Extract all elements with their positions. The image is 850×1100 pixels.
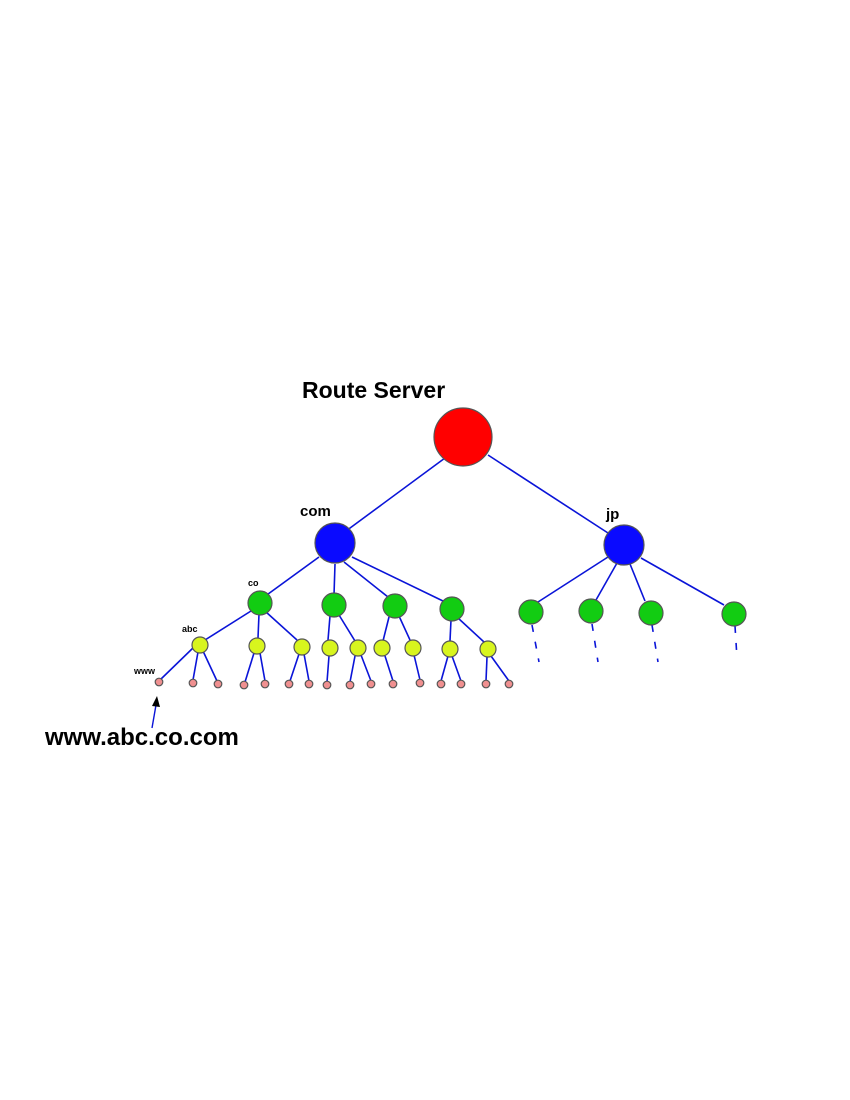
edge-h [202, 650, 218, 682]
com-node [314, 522, 356, 564]
third-level-nodes [191, 636, 497, 658]
host-node [284, 679, 294, 689]
com-label: com [300, 503, 331, 520]
host-nodes [154, 677, 514, 690]
host-node [366, 679, 376, 689]
www-label: www [133, 666, 156, 676]
second-level-node [321, 592, 347, 618]
host-node [481, 679, 491, 689]
edge-com-co [263, 556, 320, 598]
pointer-arrow [151, 696, 160, 729]
edge-h [360, 654, 372, 682]
second-level-node [382, 593, 408, 619]
edges-jp-continued [531, 623, 738, 663]
co-node [247, 590, 273, 616]
edge-dashed [734, 625, 738, 659]
fqdn-label: www.abc.co.com [44, 724, 239, 751]
second-level-node [578, 598, 604, 624]
arrow-head [152, 696, 160, 707]
edge-l3 [327, 615, 331, 641]
edge-l3 [338, 614, 356, 642]
third-level-node [441, 640, 459, 658]
edge-l3 [449, 619, 452, 642]
edge-l3 [382, 616, 390, 642]
edge-co-abc [204, 610, 252, 641]
edges-jp [537, 556, 725, 606]
edge-abc-www [160, 646, 195, 680]
host-node [415, 678, 425, 688]
host-node [436, 679, 446, 689]
edge-l3 [265, 611, 298, 641]
edge-jp-n3 [629, 563, 646, 602]
edge-l3 [257, 613, 260, 639]
www-node [154, 677, 164, 687]
third-level-node [349, 639, 367, 657]
edges-com [263, 556, 444, 602]
edge-com-n3 [343, 561, 389, 598]
third-level-node [248, 637, 266, 655]
host-node [213, 679, 223, 689]
jp-node [603, 524, 645, 566]
edge-h [289, 653, 300, 682]
edge-root-jp [487, 454, 609, 534]
edges-hosts [160, 646, 510, 683]
edge-jp-n2 [595, 562, 618, 601]
edge-l3 [457, 617, 485, 643]
edge-jp-n4 [640, 557, 725, 606]
edge-h [485, 656, 488, 682]
edge-jp-n1 [537, 556, 609, 603]
second-level-nodes [247, 590, 747, 627]
third-level-node [404, 639, 422, 657]
edge-h [192, 651, 199, 681]
third-level-node [293, 638, 311, 656]
edge-h [303, 653, 310, 682]
title: Route Server [302, 377, 445, 403]
edge-root-com [345, 457, 446, 532]
host-node [188, 678, 198, 688]
edge-h [326, 655, 330, 683]
edge-dashed [591, 623, 599, 663]
host-node [260, 679, 270, 689]
second-level-node [638, 600, 664, 626]
host-node [322, 680, 332, 690]
abc-node [191, 636, 209, 654]
route-server-node [433, 407, 493, 467]
host-node [239, 680, 249, 690]
edge-l3 [398, 615, 411, 641]
edge-dashed [531, 624, 540, 663]
co-label: co [248, 578, 259, 588]
abc-label: abc [182, 624, 198, 634]
edge-com-n4 [351, 556, 444, 602]
edge-h [244, 652, 255, 683]
host-node [504, 679, 514, 689]
third-level-node [373, 639, 391, 657]
edge-com-n2 [333, 563, 336, 596]
edge-h [413, 654, 421, 681]
third-level-node [479, 640, 497, 658]
second-level-node [439, 596, 465, 622]
edge-h [490, 655, 510, 682]
edges-root [345, 454, 609, 534]
second-level-node [518, 599, 544, 625]
host-node [388, 679, 398, 689]
third-level-node [321, 639, 339, 657]
edge-h [440, 655, 449, 682]
edge-h [451, 655, 462, 682]
edge-h [349, 655, 356, 683]
edge-dashed [651, 624, 659, 663]
edges-level3 [204, 610, 485, 643]
edge-h [384, 655, 394, 682]
arrow-shaft [151, 704, 157, 729]
jp-label: jp [605, 506, 619, 523]
edge-h [259, 652, 266, 682]
host-node [345, 680, 355, 690]
host-node [304, 679, 314, 689]
host-node [456, 679, 466, 689]
second-level-node [721, 601, 747, 627]
